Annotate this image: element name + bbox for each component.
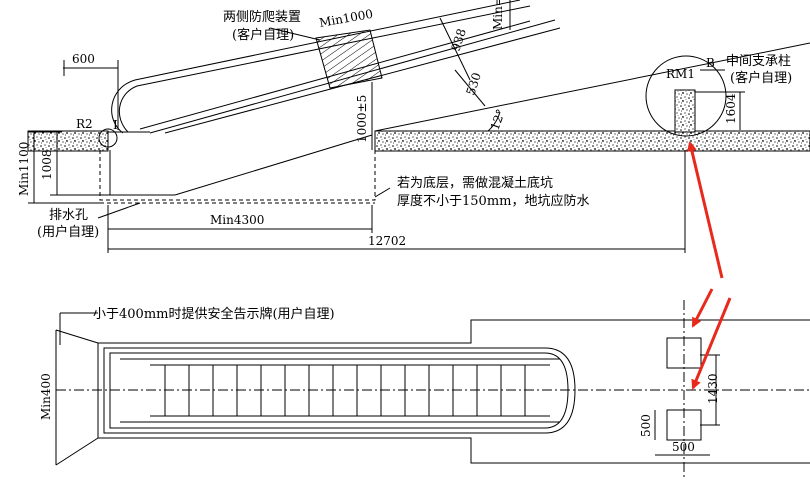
side-elevation-labels: 两侧防爬装置 (客户自理) Min1000 Min= 600 R2 I 938 … — [17, 0, 792, 248]
red-arrow-1 — [686, 141, 724, 279]
escalator-steps — [164, 365, 526, 416]
anti-climb-note: (客户自理) — [232, 27, 294, 43]
truss-lower-chord — [174, 134, 373, 196]
dim-min400: Min400 — [39, 373, 53, 420]
column-footprint-upper — [666, 337, 702, 369]
support-column-block — [674, 89, 696, 133]
min1000-label: Min1000 — [318, 7, 374, 30]
dim-min4300: Min4300 — [210, 213, 264, 227]
min-top-label: Min= — [491, 0, 505, 30]
red-arrow-2 — [691, 288, 714, 328]
detail-circle-i — [98, 128, 118, 148]
floor-slab — [374, 130, 810, 152]
floor-slab-left — [27, 130, 109, 152]
middle-support-note: (客户自理) — [730, 70, 792, 86]
dim-500-vertical: 500 — [639, 414, 653, 437]
angle-label: 12° — [488, 107, 508, 132]
pit-note-1: 若为底层，需做混凝土底坑 — [397, 175, 553, 191]
red-arrow-3 — [691, 297, 732, 390]
r2-label: R2 — [76, 117, 93, 131]
side-elevation — [27, 0, 810, 253]
truss-bottom-curve — [109, 150, 175, 196]
truss-slope-line — [374, 42, 810, 132]
i-label: I — [113, 118, 118, 132]
dim-530: 530 — [464, 71, 484, 97]
dim-938: 938 — [449, 27, 469, 53]
upper-end-top — [107, 131, 150, 150]
dim-600: 600 — [72, 52, 95, 66]
plan-opening-outer-bottom — [98, 437, 810, 464]
pit-note-2: 厚度不小于150mm，地坑应防水 — [397, 193, 589, 209]
dim-12702: 12702 — [368, 234, 406, 248]
annotation-arrows — [686, 141, 732, 390]
dim-1430: 1430 — [706, 373, 720, 404]
b-label: B — [706, 56, 715, 70]
anti-climb-device — [315, 29, 383, 89]
plan-opening-outer — [98, 319, 810, 344]
sign-note: 小于400mm时提供安全告示牌(用户自理) — [93, 306, 335, 322]
handrail — [111, 0, 521, 134]
plan-view — [55, 300, 810, 480]
dim-1604: 1604 — [724, 93, 738, 124]
drain-note: (用户自理) — [37, 224, 99, 240]
min1100-label: Min1100 — [17, 142, 31, 196]
detail-circle-rm1 — [645, 55, 727, 137]
plan-view-labels: 小于400mm时提供安全告示牌(用户自理) Min400 1430 500 50… — [39, 306, 720, 454]
rm1-label: RM1 — [666, 67, 695, 81]
dim-1000: 1000±5 — [355, 95, 369, 143]
dim-500-horizontal: 500 — [672, 440, 695, 454]
middle-support-label: 中间支承柱 — [726, 54, 791, 69]
anti-climb-label: 两侧防爬装置 — [223, 9, 301, 25]
handrail-inner — [118, 5, 531, 133]
drain-label: 排水孔 — [49, 208, 88, 223]
dim-1008: 1008 — [40, 149, 54, 180]
pit-outline — [99, 150, 376, 201]
